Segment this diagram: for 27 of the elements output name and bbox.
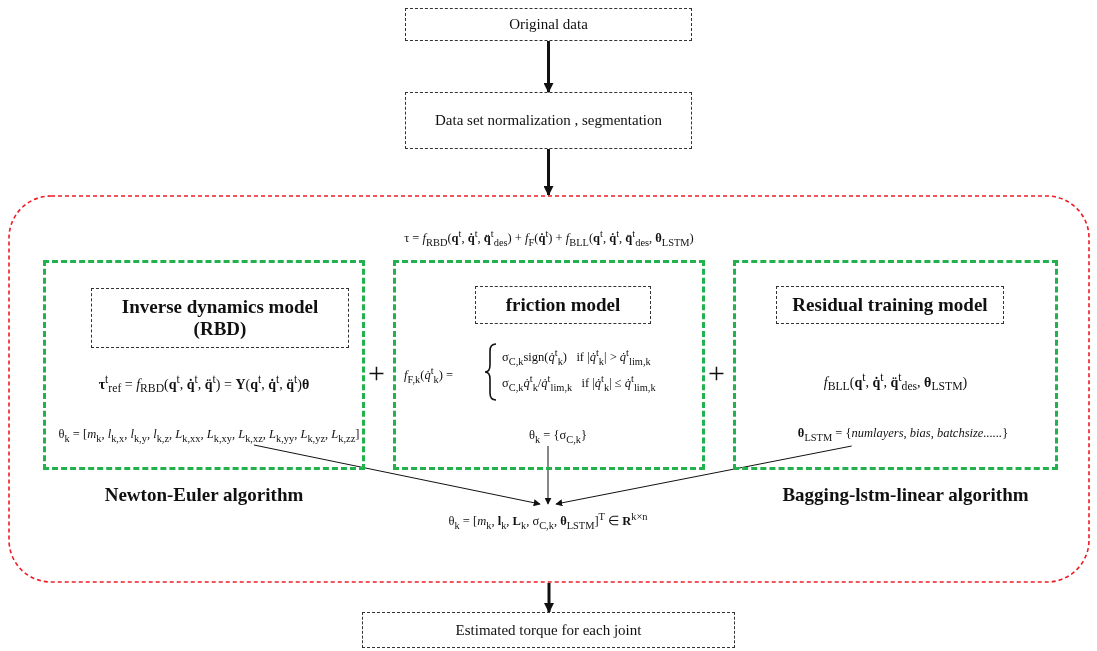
model-panel [733,260,1058,470]
arrow [555,445,853,507]
formula-text: θ$_{k}$ = [m$_{k}$, l$_{k,x}$, l$_{k,y}$, l$_{k,z}$, L$_{k,xx}$, L$_{k,xy}$, L$_{k,xz}$, L$_{k,yy}$, L$_{k,yz}$, L$_{k,zz}$] [53,423,365,445]
process-box: Original data [405,8,692,41]
model-panel [393,260,705,470]
arrow [544,583,554,613]
formula-text: f$_{BLL}$(q$^{t}$, q̇$^{t}$, q̈$^{t}$$_{des}$, θ$_{LSTM}$) [822,371,969,394]
formula-text: f$_{F,k}$(q̇$^{t}$$_{k}$) = [404,365,454,385]
plus-sign: + [368,358,385,388]
model-region [8,195,1090,583]
arrow [253,444,541,507]
process-box: Data set normalization , segmentation [405,92,692,149]
model-title-box: Inverse dynamics model (RBD) [91,288,349,348]
model-title-box: Residual training model [776,286,1004,324]
process-box: Estimated torque for each joint [362,612,735,648]
arrow [544,445,552,505]
model-panel [43,260,365,470]
algorithm-caption: Newton-Euler algorithm [103,484,305,506]
arrow [543,149,554,196]
plus-sign: + [708,358,725,388]
algorithm-caption: Bagging-lstm-linear algorithm [781,484,1030,506]
arrow [543,41,554,93]
model-title-box: friction model [475,286,651,324]
formula-text: θ$_{k}$ = {σ$_{C,k}$} [503,424,613,446]
formula-text: θ$_{LSTM}$ = {numlayers, bias, batchsize......} [753,422,1053,446]
formula-text: τ = f$_{RBD}$(q$^{t}$, q̇$^{t}$, q̈$^{t}$$_{des}$) + f$_{F}$(q̇$^{t}$) + f$_{BLL}$(q$^{t}$, q̇$^{t}$, q̈$^{t}$$_{des}$, θ$_{LSTM}$) [403,228,695,248]
formula-text: τ$^{t}$$_{ref}$ = f$_{RBD}$(q$^{t}$, q̇$^{t}$, q̈$^{t}$) = Y(q$^{t}$, q̇$^{t}$, q̈$^{t}$)θ [97,373,311,396]
